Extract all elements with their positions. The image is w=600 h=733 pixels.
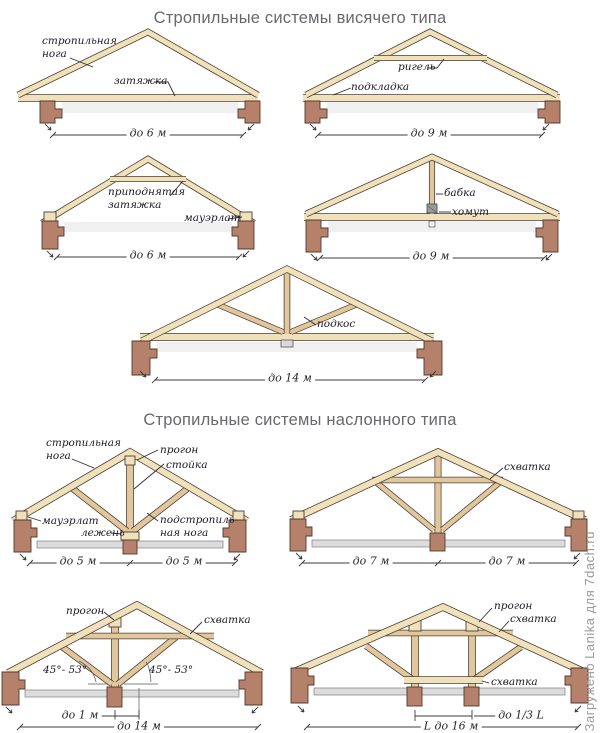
label-sleeper: лежень bbox=[81, 527, 125, 539]
label-tie: затяжка bbox=[114, 75, 168, 87]
truss-leaning-14m bbox=[1, 600, 264, 731]
dim-offset-1m: до 1 м bbox=[58, 708, 102, 722]
label-raised-tie: приподнятая затяжка bbox=[108, 186, 186, 211]
section-title-leaning: Стропильные системы наслонного типа bbox=[143, 411, 457, 429]
truss-hanging-14m-struts bbox=[131, 265, 443, 384]
label-purlin-2: прогон bbox=[66, 605, 105, 617]
dim-span-16m: L до 16 м bbox=[420, 719, 482, 733]
dim-span-5m-left: до 5 м bbox=[56, 554, 100, 568]
label-angle-right: 45°- 53° bbox=[149, 664, 194, 676]
label-rafter-leg: стропильная нога bbox=[42, 35, 117, 60]
truss-leaning-16m bbox=[290, 602, 589, 731]
dim-span-6m-raised: до 6 м bbox=[126, 248, 170, 262]
label-tie-beam: схватка bbox=[504, 461, 551, 473]
truss-hanging-9m-king-post bbox=[304, 153, 560, 262]
dim-span-5m-right: до 5 м bbox=[162, 554, 206, 568]
label-tie-upper: схватка bbox=[510, 613, 557, 625]
dim-span-9m: до 9 м bbox=[407, 126, 451, 140]
label-rafter-leg-2: стропильная нога bbox=[46, 437, 121, 462]
label-wall-plate: мауэрлат bbox=[184, 212, 241, 224]
dim-span-9m-babka: до 9 м bbox=[409, 249, 453, 263]
section-title-hanging: Стропильные системы висячего типа bbox=[153, 9, 447, 27]
label-angle-left: 45°- 53° bbox=[43, 664, 88, 676]
truss-leaning-7-7m bbox=[289, 447, 588, 567]
label-king-post: бабка bbox=[444, 187, 476, 199]
label-collar-beam: ригель bbox=[398, 61, 436, 73]
dim-span-6m: до 6 м bbox=[126, 126, 170, 140]
truss-hanging-6m-raised-tie bbox=[40, 155, 256, 261]
label-wall-plate-2: мауэрлат bbox=[42, 515, 99, 527]
label-pad: подкладка bbox=[351, 81, 410, 93]
label-post: стойка bbox=[166, 459, 208, 471]
label-under-rafter-leg: подстропиль- ная нога bbox=[160, 514, 239, 539]
watermark-text: Загружено Lanika для 7dach.ru bbox=[582, 530, 597, 731]
label-purlin-3: прогон bbox=[494, 600, 533, 612]
dim-span-7m-right: до 7 м bbox=[485, 554, 529, 568]
truss-leaning-5-5m bbox=[11, 447, 249, 567]
dim-span-14m: до 14 м bbox=[265, 371, 315, 385]
label-tie-beam-2: схватка bbox=[204, 614, 251, 626]
label-purlin: прогон bbox=[160, 444, 199, 456]
label-tie-lower: схватка bbox=[491, 676, 538, 688]
label-clamp: хомут bbox=[452, 206, 489, 218]
truss-hanging-9m bbox=[303, 28, 561, 139]
dim-span-7m-left: до 7 м bbox=[349, 554, 393, 568]
dim-span-14m-2: до 14 м bbox=[114, 719, 164, 733]
dim-third-of-l: до 1/3 L bbox=[495, 708, 547, 722]
truss-hanging-6m bbox=[16, 28, 261, 139]
label-strut: подкос bbox=[317, 318, 356, 330]
